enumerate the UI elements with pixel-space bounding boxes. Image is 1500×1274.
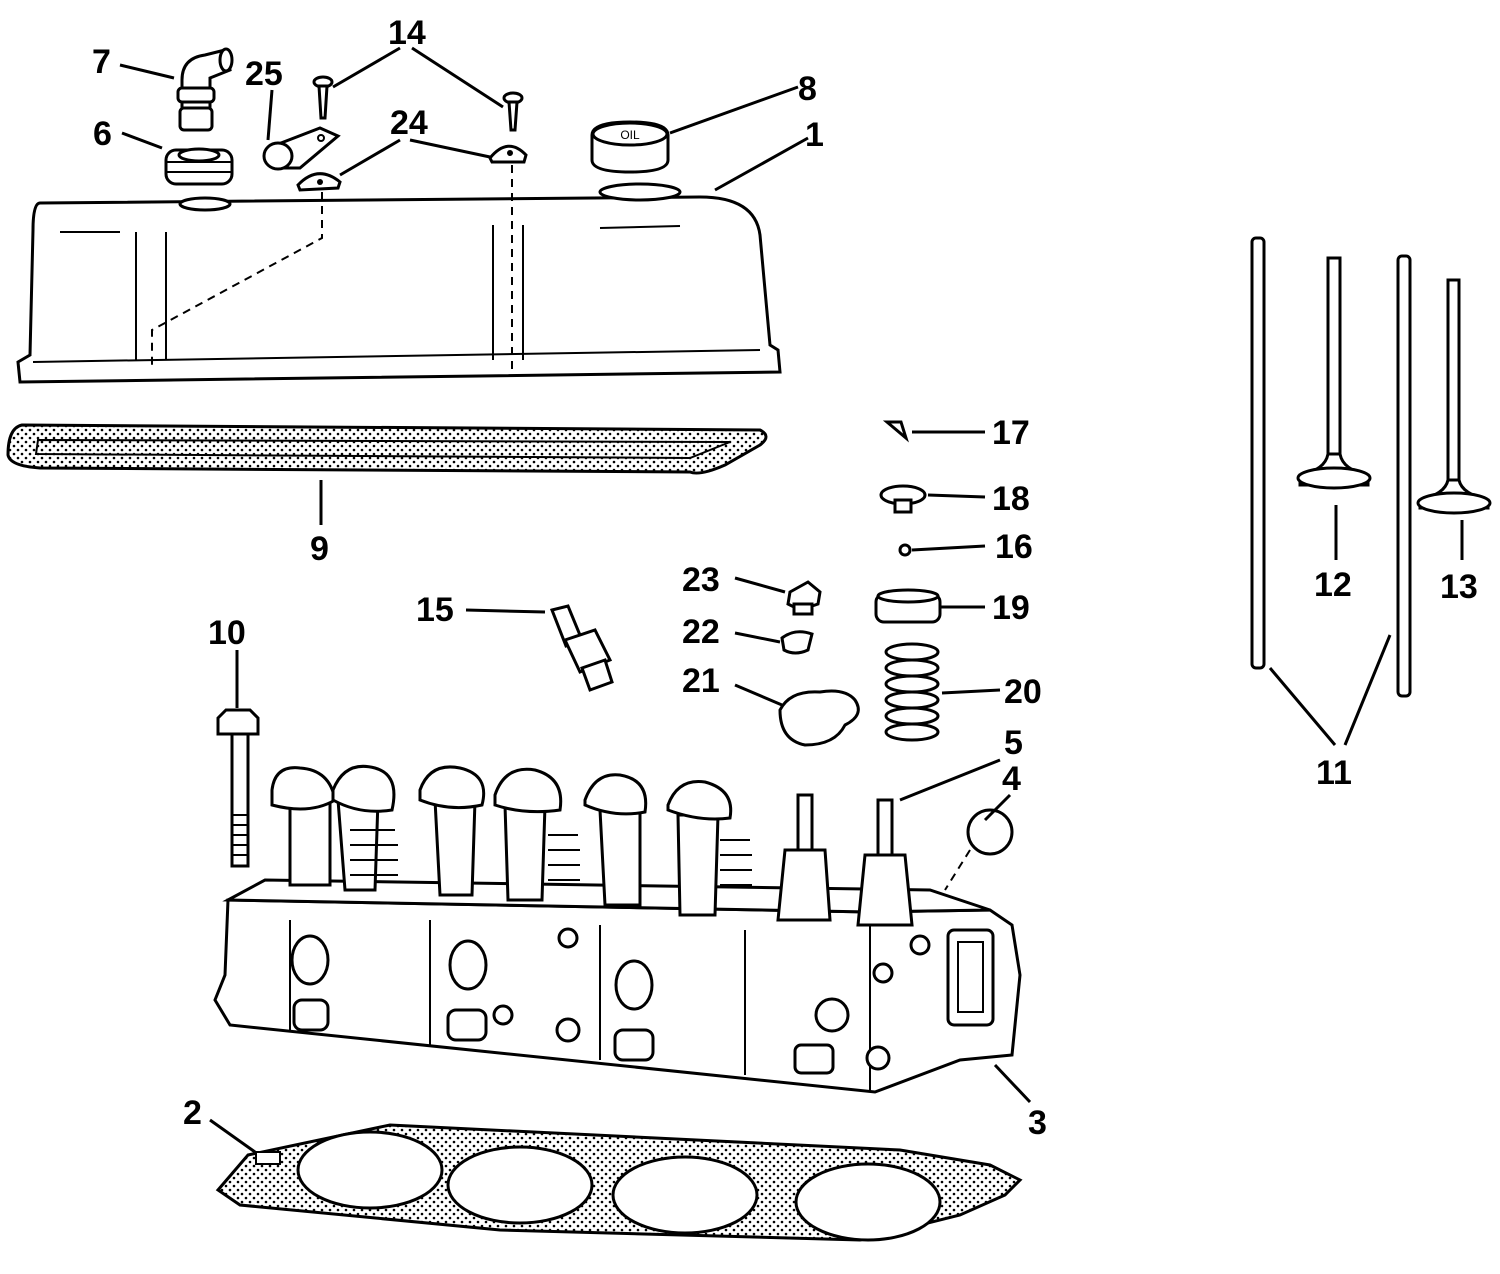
cylinder-head: [213, 878, 1022, 1094]
leader-lines: [119, 46, 1464, 1154]
sealing-washer-left: [296, 172, 342, 192]
valve-seal-ring: [898, 543, 912, 557]
callout-9: 9: [310, 530, 329, 568]
callout-19: 19: [992, 589, 1030, 627]
pushrod-right: [1396, 254, 1412, 698]
callout-1: 1: [805, 116, 824, 154]
rocker-assembly: [270, 764, 914, 927]
callout-5: 5: [1004, 724, 1023, 762]
callout-24: 24: [390, 104, 428, 142]
callout-21: 21: [682, 662, 720, 700]
callout-6: 6: [93, 115, 112, 153]
hose-clip: [262, 126, 341, 171]
screw-left: [312, 75, 334, 120]
callout-23: 23: [682, 561, 720, 599]
callout-20: 20: [1004, 673, 1042, 711]
callout-4: 4: [1002, 760, 1021, 798]
valve-spring: [884, 642, 940, 742]
callout-2: 2: [183, 1094, 202, 1132]
spring-retainer: [879, 484, 927, 514]
callout-25: 25: [245, 55, 283, 93]
head-bolt: [216, 708, 260, 868]
valve-keeper: [882, 420, 909, 443]
temperature-sender: [549, 604, 614, 692]
callout-8: 8: [798, 70, 817, 108]
screw-right: [502, 91, 524, 132]
adjuster-nut: [786, 580, 822, 616]
callout-22: 22: [682, 613, 720, 651]
rocker-cover-gasket: [6, 423, 768, 475]
callout-3: 3: [1028, 1104, 1047, 1142]
oil-filler-cap: OIL: [590, 120, 670, 174]
callout-16: 16: [995, 528, 1033, 566]
exhaust-valve: [1416, 278, 1492, 515]
pushrod-left: [1250, 236, 1266, 670]
cylinder-head-gasket: [215, 1123, 1023, 1242]
callout-7: 7: [92, 43, 111, 81]
rocker-cover: [16, 182, 782, 384]
callout-18: 18: [992, 480, 1030, 518]
breather-elbow: [176, 47, 234, 132]
oil-cap-text: OIL: [620, 128, 640, 142]
breather-grommet: [164, 147, 234, 186]
callout-11: 11: [1316, 754, 1352, 792]
callout-10: 10: [208, 614, 246, 652]
callout-12: 12: [1314, 566, 1352, 604]
callout-17: 17: [992, 414, 1030, 452]
callout-13: 13: [1440, 568, 1478, 606]
intake-valve: [1296, 256, 1372, 490]
callout-labels: 1 2 3 4 5 6 7 8 9 10 11 12 13 14 15 16 1…: [92, 14, 1478, 1142]
pivot-ball: [780, 630, 814, 655]
valve-stem-seal: [874, 588, 942, 624]
callout-15: 15: [416, 591, 454, 629]
rocker-arm: [778, 689, 860, 747]
callout-14: 14: [388, 14, 426, 52]
sealing-washer-right: [488, 144, 528, 164]
check-ball: [966, 808, 1014, 856]
